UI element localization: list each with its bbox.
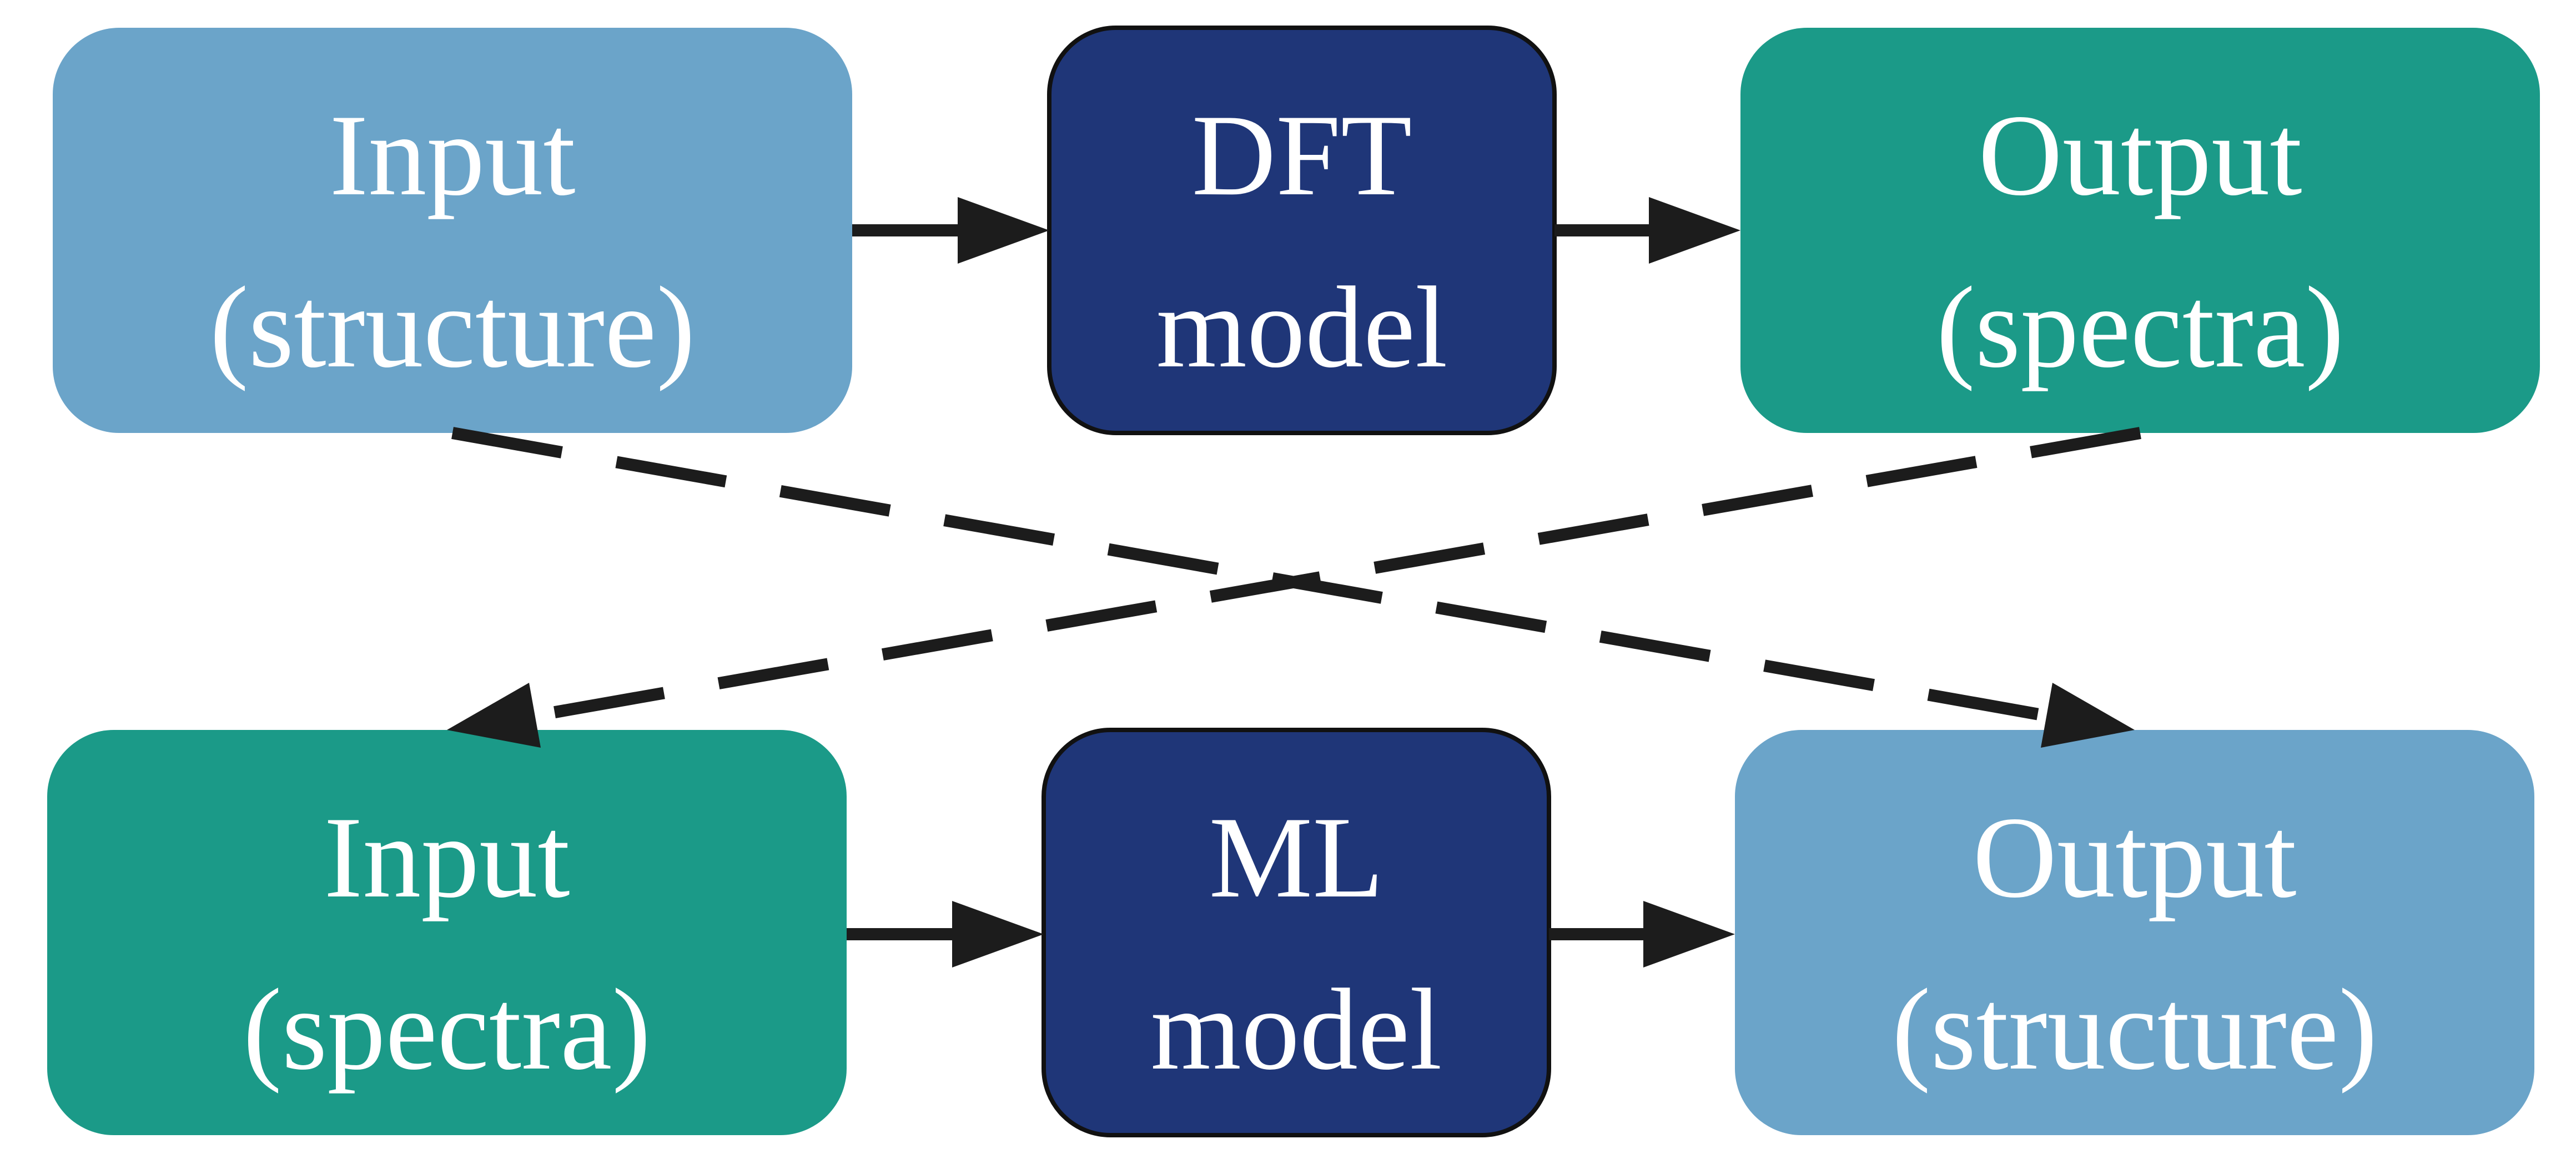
node-input-spectra-line1: Input [324, 793, 570, 922]
arrowhead [1643, 901, 1735, 968]
edge-input-structure-to-output-structure [451, 427, 2135, 748]
node-output-structure-line1: Output [1973, 793, 2296, 922]
arrowhead [447, 683, 541, 748]
node-input-structure-box [53, 28, 852, 433]
node-input-spectra-line2: (spectra) [243, 965, 651, 1094]
arrowhead [1649, 197, 1740, 264]
edge-line-dashed [451, 427, 2050, 722]
node-ml-model: ML model [1042, 728, 1551, 1137]
node-ml-model-line1: ML [1209, 793, 1384, 922]
node-input-structure: Input (structure) [53, 28, 852, 433]
edge-ml-model-to-output-structure [1549, 901, 1735, 968]
node-dft-model: DFT model [1047, 26, 1557, 435]
node-output-structure: Output (structure) [1735, 730, 2534, 1135]
edge-output-spectra-to-input-spectra [447, 427, 2141, 748]
edge-input-spectra-to-ml-model [847, 901, 1044, 968]
node-dft-model-line1: DFT [1192, 91, 1412, 220]
edge-input-structure-to-dft-model [852, 197, 1049, 264]
arrowhead [958, 197, 1049, 264]
node-input-spectra-box [47, 730, 847, 1135]
node-dft-model-line2: model [1156, 263, 1448, 392]
node-output-spectra: Output (spectra) [1740, 28, 2540, 433]
node-input-structure-line1: Input [329, 91, 575, 220]
node-output-spectra-box [1740, 28, 2540, 433]
edge-dft-model-to-output-spectra [1554, 197, 1740, 264]
arrowhead [2041, 683, 2135, 748]
node-output-structure-line2: (structure) [1892, 965, 2378, 1094]
edge-line-dashed [532, 427, 2141, 722]
node-output-structure-box [1735, 730, 2534, 1135]
node-ml-model-line2: model [1151, 965, 1442, 1094]
node-input-spectra: Input (spectra) [47, 730, 847, 1135]
node-output-spectra-line1: Output [1978, 91, 2302, 220]
arrowhead [952, 901, 1044, 968]
node-input-structure-line2: (structure) [210, 263, 696, 392]
node-output-spectra-line2: (spectra) [1936, 263, 2344, 392]
